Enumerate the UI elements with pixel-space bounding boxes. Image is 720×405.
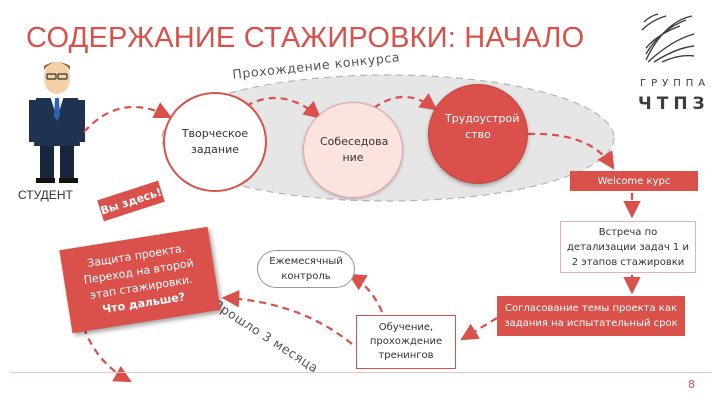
step-agreement: Согласование темы проекта как задания на… [497, 296, 685, 336]
arrow-task-to-interview [245, 96, 322, 119]
logo-group-text: ГРУППА [640, 78, 711, 89]
step-agreement-label: Согласование темы проекта как задания на… [504, 303, 678, 329]
page-title: СОДЕРЖАНИЕ СТАЖИРОВКИ: НАЧАЛО [26, 22, 585, 54]
arrow-training-to-monthly [348, 273, 384, 313]
step-employment: Трудоустрой ство [428, 84, 528, 184]
student-figure [29, 62, 85, 183]
arrow-note-to-next [78, 315, 132, 383]
arrow-agree-to-training [460, 317, 498, 341]
step-interview-label: Собеседова ние [320, 135, 389, 164]
step-meeting-label: Встреча по детализации задач 1 и 2 этапо… [567, 226, 689, 268]
step-employment-label: Трудоустрой ство [445, 112, 520, 141]
arrow-employ-to-welcome [527, 132, 615, 170]
step-training: Обучение, прохождение тренингов [356, 315, 456, 369]
step-training-label: Обучение, прохождение тренингов [369, 322, 443, 361]
logo-company-text: ЧТПЗ [638, 94, 710, 114]
bottom-divider [10, 372, 712, 373]
arrow-interview-to-employ [373, 93, 438, 111]
step-creative-task-label: Творческое задание [181, 127, 249, 156]
student-label: СТУДЕНТ [18, 188, 73, 202]
page-number: 8 [688, 378, 695, 391]
step-welcome-course: Welcome курс [570, 171, 698, 191]
step-monthly-control: Ежемесячный контроль [257, 250, 355, 288]
logo-emblem [641, 13, 695, 63]
arrow-training-to-note [221, 289, 353, 345]
flow-arrows [78, 93, 641, 383]
step-interview: Собеседова ние [303, 102, 403, 198]
step-meeting: Встреча по детализации задач 1 и 2 этапо… [560, 221, 696, 273]
step-creative-task: Творческое задание [163, 92, 267, 192]
arrow-student-to-task [83, 102, 172, 133]
step-monthly-label: Ежемесячный контроль [269, 256, 343, 282]
